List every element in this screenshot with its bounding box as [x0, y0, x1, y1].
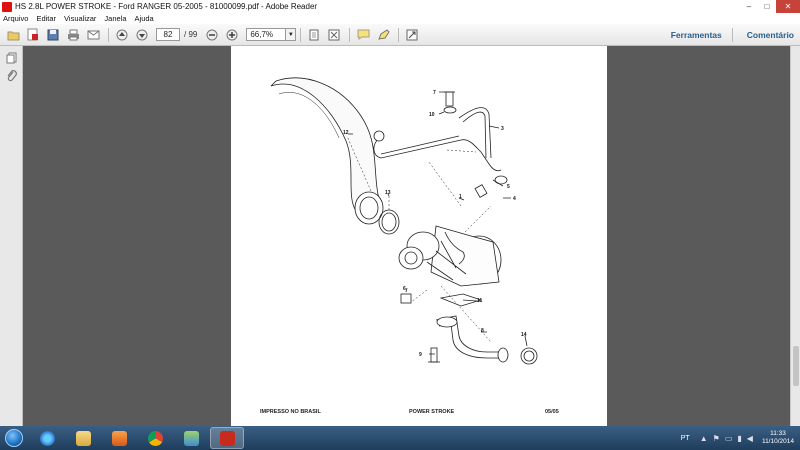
- document-viewport[interactable]: 1 3 4 5 6 7 8 9 10 11 12 13 14 IMPRESSO …: [23, 46, 790, 426]
- callout-10: 10: [429, 112, 435, 118]
- callout-3: 3: [501, 126, 504, 132]
- adobe-reader-icon: [219, 430, 235, 446]
- network-app-icon: [183, 430, 199, 446]
- menu-editar[interactable]: Editar: [36, 14, 57, 23]
- clock-date: 11/10/2014: [761, 438, 794, 445]
- clock-time: 11:33: [770, 430, 786, 437]
- action-center-flag-icon[interactable]: ⚑: [712, 433, 720, 443]
- attachments-icon[interactable]: [5, 70, 17, 82]
- fit-page-icon[interactable]: [305, 27, 323, 43]
- taskbar-network-app[interactable]: [174, 427, 208, 449]
- callout-7: 7: [433, 90, 436, 96]
- taskbar-adobe-reader[interactable]: [210, 427, 244, 449]
- comment-pane-button[interactable]: Comentário: [746, 30, 794, 40]
- show-hidden-icons-icon[interactable]: ▲: [699, 433, 708, 443]
- minimize-button[interactable]: –: [746, 2, 752, 11]
- callout-11: 11: [477, 298, 483, 304]
- callout-12: 12: [343, 130, 349, 136]
- menu-arquivo[interactable]: Arquivo: [3, 14, 29, 23]
- page-total: / 99: [184, 30, 198, 39]
- callout-9: 9: [419, 352, 422, 358]
- callout-6: 6: [403, 286, 406, 292]
- callout-13: 13: [385, 190, 391, 196]
- footer-date: 05/05: [545, 409, 559, 415]
- save-icon[interactable]: [44, 27, 62, 43]
- maximize-button[interactable]: □: [764, 2, 770, 11]
- taskbar-media-player[interactable]: [102, 427, 136, 449]
- vertical-scrollbar[interactable]: [790, 46, 800, 426]
- page-number-input[interactable]: 82: [156, 28, 180, 41]
- expand-tools-icon[interactable]: [403, 27, 421, 43]
- zoom-level-field[interactable]: 66,7%: [246, 28, 287, 41]
- taskbar-file-explorer[interactable]: [66, 427, 100, 449]
- create-pdf-icon[interactable]: [24, 27, 42, 43]
- close-button[interactable]: ✕: [776, 0, 800, 13]
- taskbar-chrome[interactable]: [138, 427, 172, 449]
- menu-bar: Arquivo Editar Visualizar Janela Ajuda: [0, 13, 800, 24]
- media-player-icon: [111, 430, 127, 446]
- navigation-pane: [0, 46, 23, 426]
- system-tray: PT ▲ ⚑ ▭ ▮ ◀ 11:33 11/10/2014: [681, 426, 794, 450]
- windows-taskbar: PT ▲ ⚑ ▭ ▮ ◀ 11:33 11/10/2014: [0, 426, 800, 450]
- window-title: HS 2.8L POWER STROKE - Ford RANGER 05-20…: [15, 2, 318, 11]
- print-icon[interactable]: [64, 27, 82, 43]
- page-thumbnails-icon[interactable]: [5, 52, 17, 64]
- internet-explorer-icon: [39, 430, 55, 446]
- display-icon[interactable]: ▭: [724, 433, 733, 443]
- footer-printed-in: IMPRESSO NO BRASIL: [260, 409, 321, 415]
- taskbar-internet-explorer[interactable]: [30, 427, 64, 449]
- full-screen-icon[interactable]: [325, 27, 343, 43]
- comment-icon[interactable]: [354, 27, 372, 43]
- windows-logo-icon: [5, 429, 23, 447]
- callout-1: 1: [459, 194, 462, 200]
- zoom-in-icon[interactable]: [223, 27, 241, 43]
- pdf-page: 1 3 4 5 6 7 8 9 10 11 12 13 14 IMPRESSO …: [231, 46, 607, 426]
- zoom-dropdown-icon[interactable]: ▼: [286, 28, 297, 41]
- adobe-reader-icon: [2, 1, 12, 12]
- callout-14: 14: [521, 332, 527, 338]
- tools-pane-button[interactable]: Ferramentas: [670, 30, 722, 40]
- chrome-icon: [147, 430, 163, 446]
- toolbar-divider: [349, 27, 351, 42]
- zoom-out-icon[interactable]: [203, 27, 221, 43]
- highlight-icon[interactable]: [374, 27, 392, 43]
- callout-8: 8: [481, 328, 484, 334]
- callout-5: 5: [507, 184, 510, 190]
- next-page-icon[interactable]: [133, 27, 151, 43]
- menu-visualizar[interactable]: Visualizar: [64, 14, 97, 23]
- toolbar: 82 / 99 66,7% ▼ Ferramentas Comentário: [0, 24, 800, 46]
- callout-4: 4: [513, 196, 516, 202]
- menu-janela[interactable]: Janela: [104, 14, 127, 23]
- start-button[interactable]: [0, 426, 28, 450]
- toolbar-divider: [731, 28, 733, 42]
- toolbar-divider: [300, 27, 302, 42]
- footer-section: POWER STROKE: [409, 409, 455, 415]
- language-indicator[interactable]: PT: [680, 434, 690, 442]
- scrollbar-thumb[interactable]: [793, 346, 799, 386]
- right-toolbar: Ferramentas Comentário: [657, 24, 794, 46]
- toolbar-divider: [398, 27, 400, 42]
- open-file-icon[interactable]: [4, 27, 22, 43]
- title-bar: HS 2.8L POWER STROKE - Ford RANGER 05-20…: [0, 0, 800, 13]
- window-controls: – □ ✕: [740, 0, 800, 13]
- menu-ajuda[interactable]: Ajuda: [134, 14, 154, 23]
- volume-icon[interactable]: ◀: [746, 433, 753, 443]
- email-icon[interactable]: [84, 27, 102, 43]
- turbocharger-exploded-diagram: 1 3 4 5 6 7 8 9 10 11 12 13 14: [270, 77, 538, 365]
- folder-icon: [75, 430, 91, 446]
- clock[interactable]: 11:33 11/10/2014: [762, 430, 794, 446]
- previous-page-icon[interactable]: [113, 27, 131, 43]
- network-icon[interactable]: ▮: [737, 433, 742, 443]
- toolbar-divider: [108, 27, 109, 42]
